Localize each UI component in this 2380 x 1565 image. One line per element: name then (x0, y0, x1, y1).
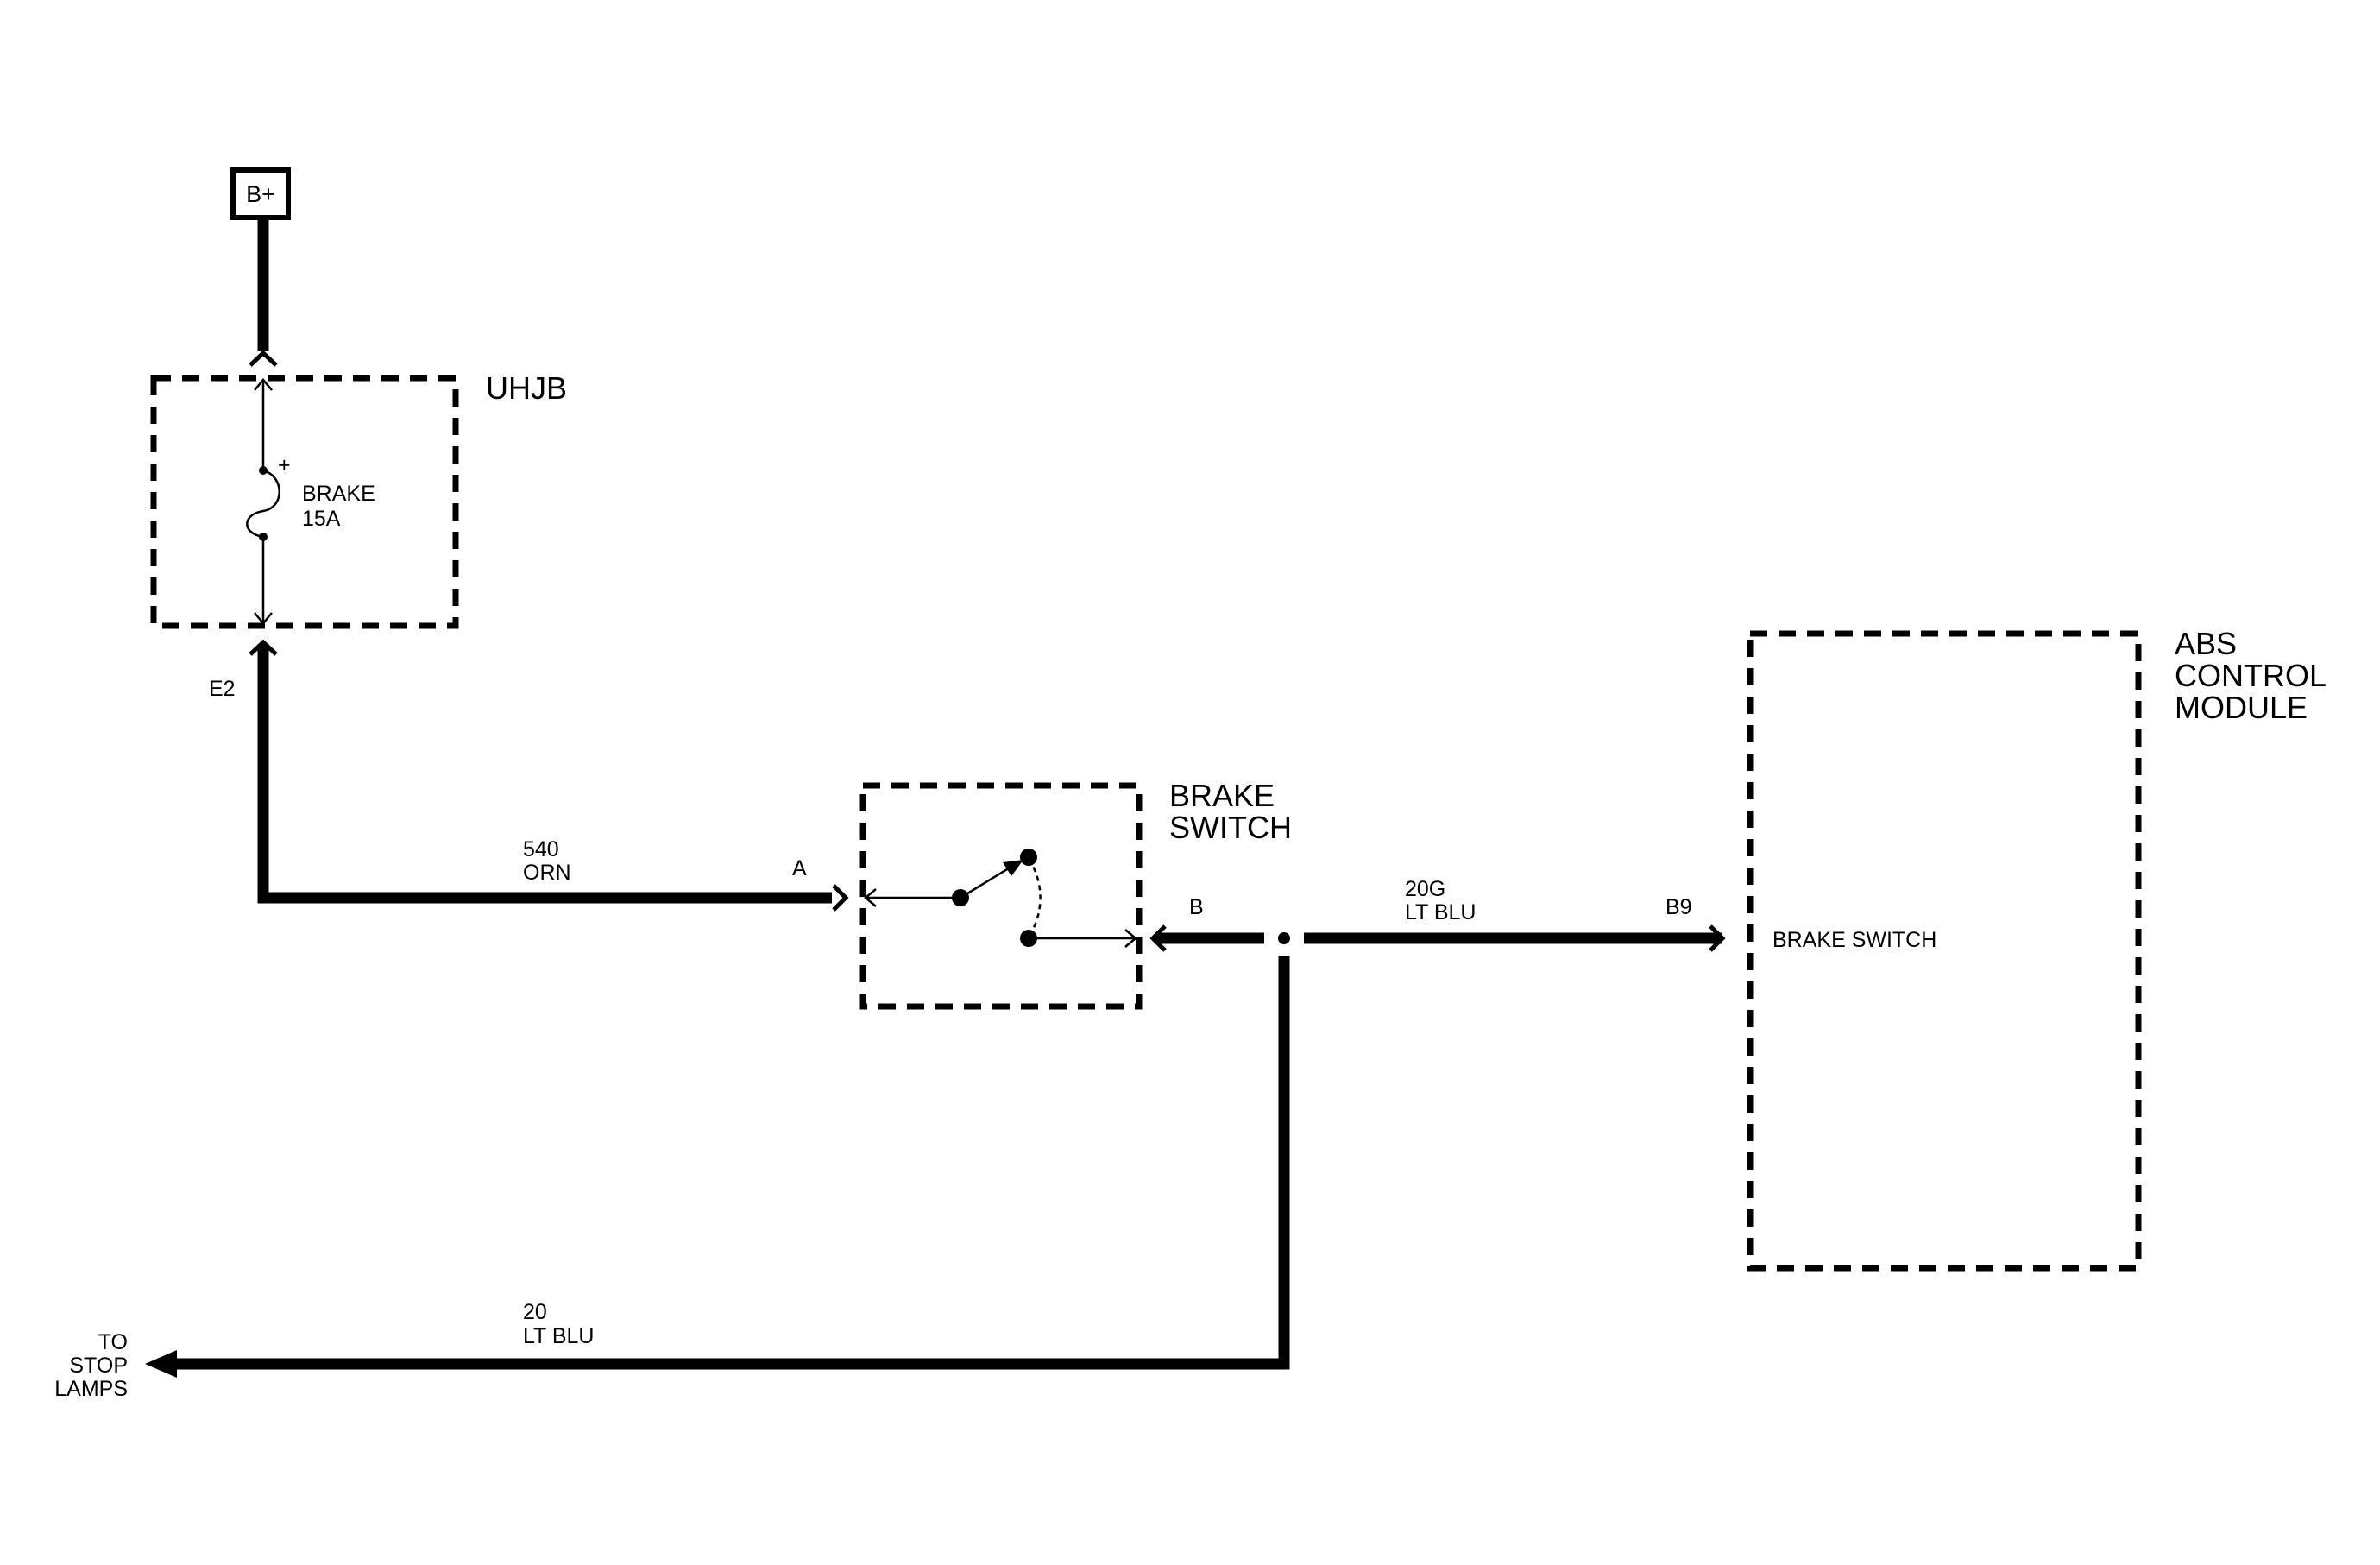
connector-abs-b9 (1709, 924, 1726, 952)
wire-20-circuit: 20 (523, 1300, 547, 1324)
brake-switch-title-1: BRAKE (1169, 778, 1275, 813)
abs-title-3: MODULE (2175, 690, 2308, 725)
connector-switch-b (1149, 924, 1167, 952)
abs-input-label: BRAKE SWITCH (1772, 928, 1936, 952)
uhjb-box (150, 375, 459, 629)
brake-switch-title-2: SWITCH (1169, 810, 1292, 845)
battery-label: B+ (246, 181, 275, 207)
wire-20-lt-blu (177, 956, 1290, 1370)
abs-title-2: CONTROL (2175, 658, 2326, 693)
splice-point (1278, 932, 1290, 944)
brake-switch-box (859, 782, 1143, 1010)
uhjb-output-pin: E2 (209, 677, 236, 701)
fuse-polarity: + (278, 453, 291, 477)
switch-contacts (864, 849, 1137, 948)
abs-title-1: ABS (2175, 626, 2237, 661)
stop-lamps-line-3: LAMPS (54, 1377, 128, 1401)
uhjb-label: UHJB (486, 370, 567, 406)
fuse-name: BRAKE (302, 482, 375, 506)
switch-pin-a: A (792, 856, 807, 880)
stop-lamps-line-1: TO (98, 1330, 128, 1354)
connector-switch-a (832, 884, 849, 912)
brake-fuse: + BRAKE 15A (246, 378, 375, 625)
stop-lamps-line-2: STOP (69, 1354, 128, 1378)
wire-20-color: LT BLU (523, 1324, 594, 1348)
battery-terminal: B+ (230, 167, 291, 220)
wire-540-orn (257, 644, 832, 904)
switch-pin-b: B (1189, 895, 1204, 919)
wire-20g-circuit: 20G (1405, 877, 1445, 901)
wire-540-color: ORN (523, 861, 571, 885)
abs-pin-b9: B9 (1665, 895, 1692, 919)
wire-20g-color: LT BLU (1405, 900, 1476, 924)
fuse-rating: 15A (302, 507, 341, 531)
connector-uhjb-output (249, 639, 278, 656)
wire-540-circuit: 540 (523, 837, 559, 861)
connector-uhjb-input (249, 350, 278, 367)
stop-lamps-arrow (145, 1350, 177, 1378)
